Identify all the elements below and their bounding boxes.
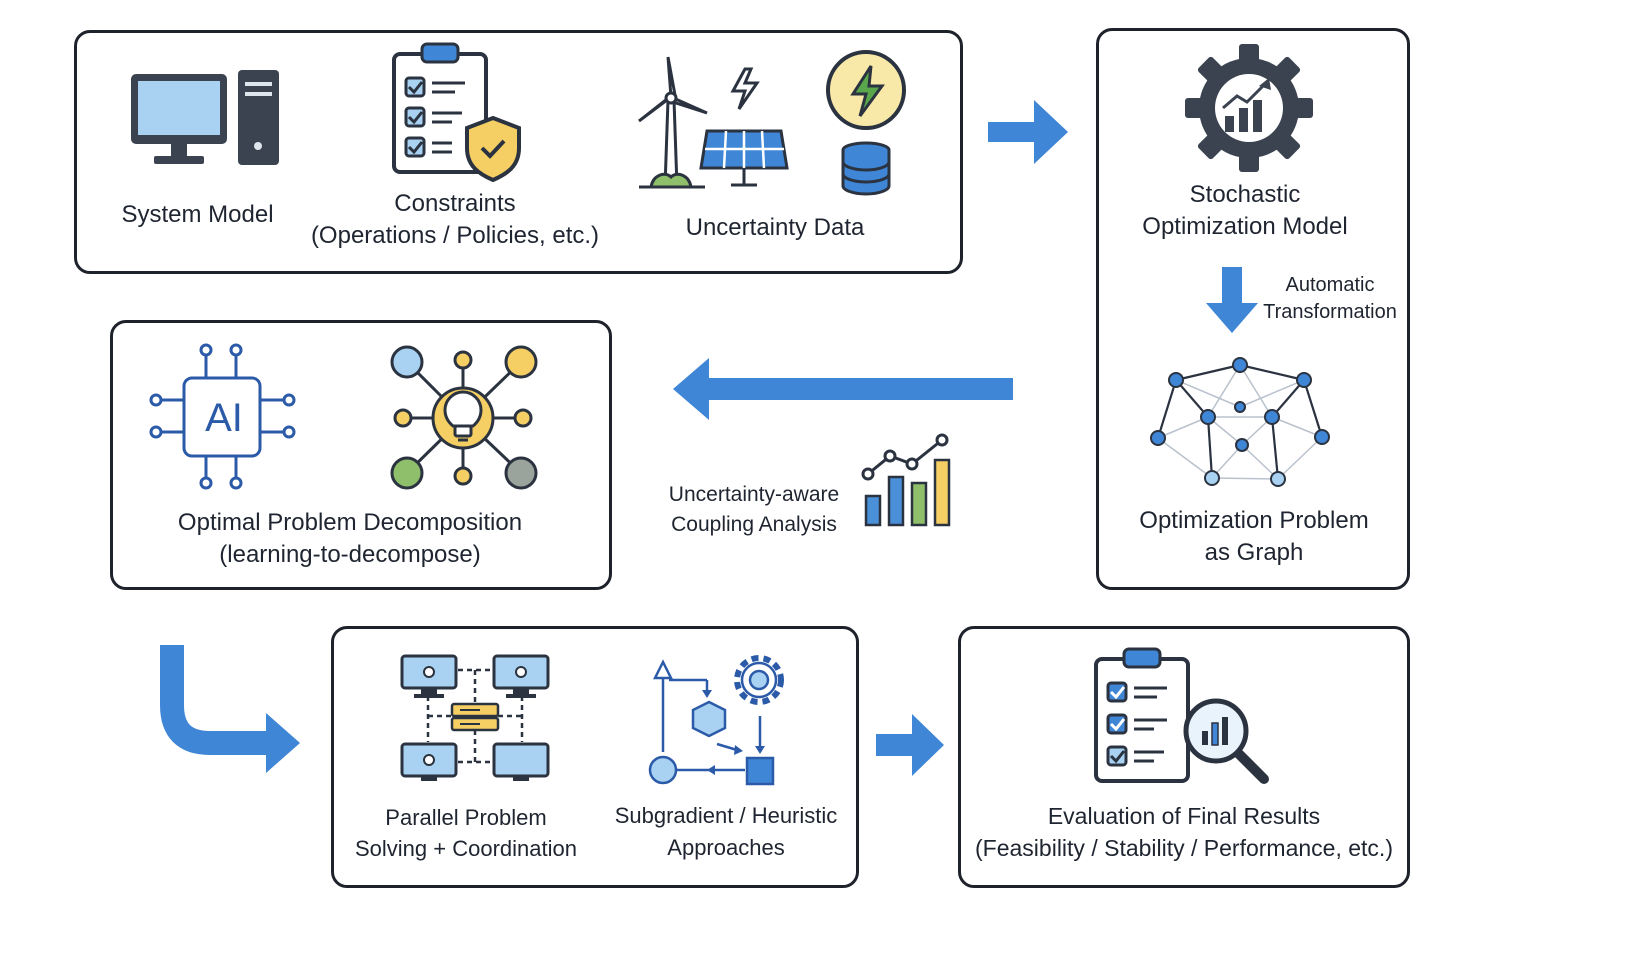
checklist-shield-icon [392,42,521,183]
gear-chart-icon [1185,44,1313,172]
bar-trend-chart-icon [861,433,951,527]
evaluation-label: Evaluation of Final Results (Feasibility… [975,803,1393,861]
coupling-label: Uncertainty-aware Coupling Analysis [668,483,840,536]
parallel-computers-icon [400,654,550,781]
constraints-label: Constraints (Operations / Policies, etc.… [310,190,600,249]
arrow-right-2 [876,714,944,776]
iteration-cycle-icon [648,655,784,786]
stochastic-model-label: Stochastic Optimization Model [1142,181,1348,240]
energy-database-icon [826,50,906,196]
computer-icon [131,70,279,165]
graph-label: Optimization Problem as Graph [1139,507,1369,566]
system-model-label: System Model [121,201,274,228]
ai-chip-text: AI [205,396,243,440]
decomposition-label: Optimal Problem Decomposition (learning-… [177,509,523,568]
uncertainty-data-label: Uncertainty Data [685,214,865,241]
parallel-label: Parallel Problem Solving + Coordination [355,805,577,861]
idea-network-icon [390,345,538,490]
transformation-label: Automatic Transformation [1263,274,1397,323]
arrow-right-1 [988,100,1068,164]
arrow-down [1206,267,1258,333]
ai-chip-icon [149,343,296,490]
graph-network-icon [1150,357,1330,487]
subgradient-label: Subgradient / Heuristic Approaches [614,803,838,860]
arrow-left-long [673,358,1013,420]
arrow-curved [160,645,300,773]
renewable-energy-icon [638,56,789,189]
evaluation-clipboard-icon [1094,647,1269,784]
